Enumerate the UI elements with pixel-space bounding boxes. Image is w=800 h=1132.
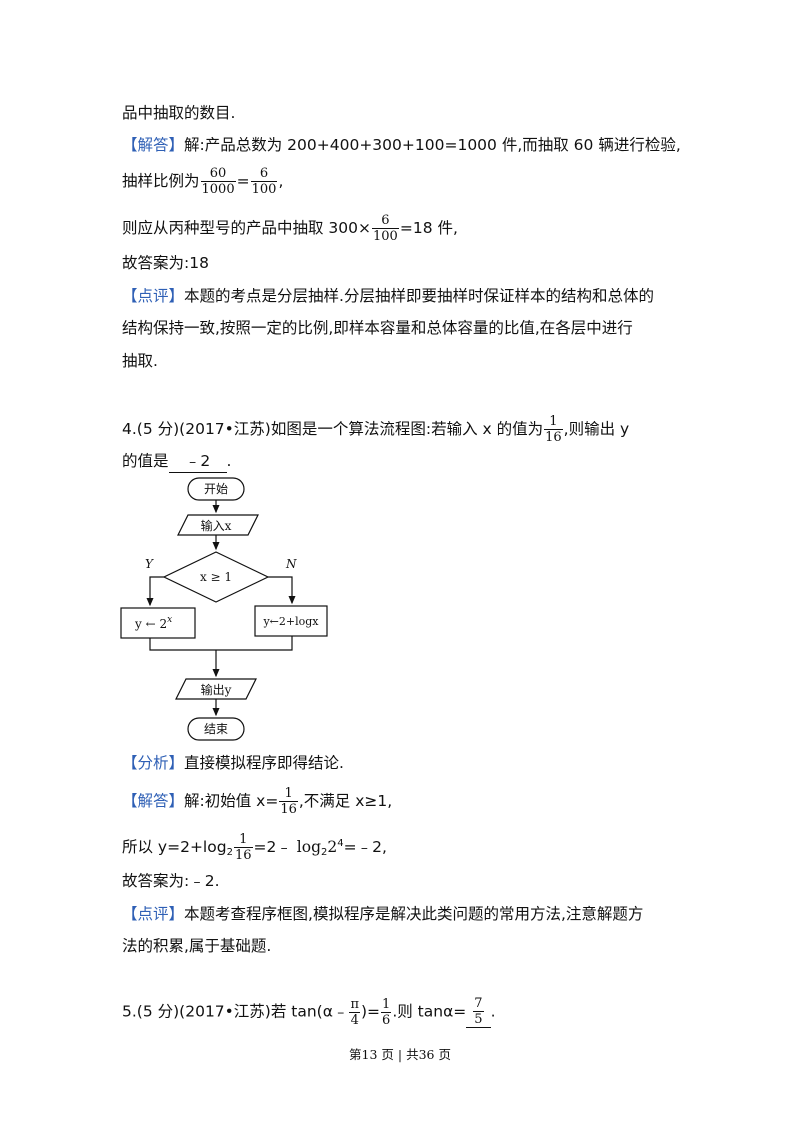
end-label: 结束 <box>204 722 228 736</box>
ratio-label: 抽样比例为 <box>122 172 200 190</box>
box-yes <box>120 607 196 639</box>
solution-tag: 【解答】 <box>122 136 185 154</box>
no-label: N <box>285 557 297 571</box>
comment-tag: 【点评】 <box>122 905 185 923</box>
flowchart: 开始 输入x x ≥ 1 Y N y ← 2x y←2+logx 输出y 结束 <box>120 477 328 741</box>
end-terminal <box>187 717 245 741</box>
solution-text: 解:产品总数为 200+400+300+100=1000 件,而抽取 60 辆进… <box>184 136 681 154</box>
input-parallelogram <box>177 514 259 536</box>
answer-line: 故答案为:18 <box>122 254 209 272</box>
text-line: 品中抽取的数目. <box>122 104 236 122</box>
condition-label: x ≥ 1 <box>200 570 232 584</box>
condition-diamond <box>162 551 270 603</box>
solution-line: 【解答】解:产品总数为 200+400+300+100=1000 件,而抽取 6… <box>122 134 681 156</box>
box-no <box>254 605 328 637</box>
analysis-line: 【分析】直接模拟程序即得结论. <box>122 754 344 772</box>
comment-tag: 【点评】 <box>122 287 185 305</box>
question-4-line2: 的值是﹣2. <box>122 450 231 473</box>
box-yes-label: y ← 2x <box>134 615 172 631</box>
start-label: 开始 <box>204 482 228 496</box>
output-parallelogram <box>175 678 257 700</box>
output-label: 输出y <box>201 682 232 697</box>
comment-line: 【点评】本题的考点是分层抽样.分层抽样即要抽样时保证样本的结构和总体的 <box>122 287 654 305</box>
comment-line: 法的积累,属于基础题. <box>122 937 272 955</box>
comment-line: 抽取. <box>122 352 158 370</box>
answer-blank: ﹣2 <box>168 450 227 473</box>
input-label: 输入x <box>201 518 232 533</box>
solution-tag: 【解答】 <box>122 792 185 810</box>
box-no-label: y←2+logx <box>262 615 319 628</box>
comment-line: 【点评】本题考查程序框图,模拟程序是解决此类问题的常用方法,注意解题方 <box>122 905 644 923</box>
page-footer: 第13 页 | 共36 页 <box>349 1047 451 1062</box>
yes-label: Y <box>145 557 154 571</box>
comment-line: 结构保持一致,按照一定的比例,即样本容量和总体容量的比值,在各层中进行 <box>122 319 633 337</box>
answer-line: 故答案为:﹣2. <box>122 872 220 890</box>
analysis-tag: 【分析】 <box>122 754 185 772</box>
